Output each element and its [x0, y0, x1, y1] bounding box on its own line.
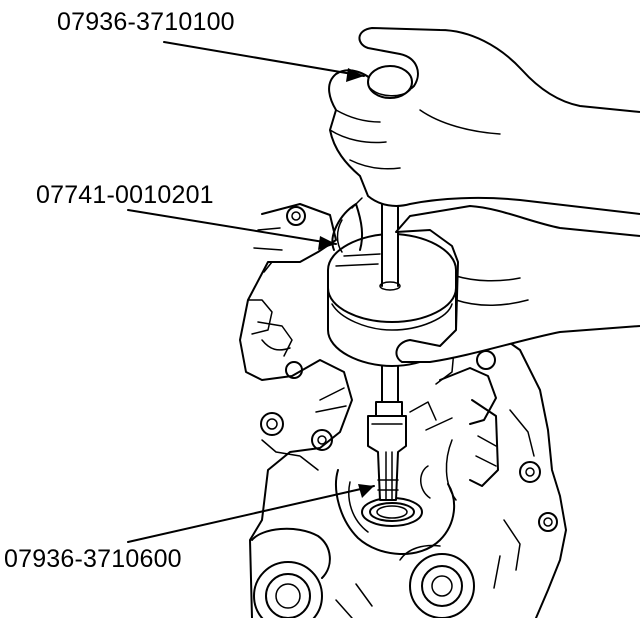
transmission-case — [239, 203, 567, 618]
callout-label-weight: 07741-0010201 — [36, 181, 214, 209]
arrowhead-weight — [318, 236, 336, 250]
upper-hand — [328, 27, 640, 215]
arrowhead-handle — [346, 68, 364, 82]
callout-label-handle: 07936-3710100 — [57, 8, 235, 36]
lower-hand — [331, 197, 640, 363]
leader-lines — [127, 41, 375, 543]
leader-line-puller — [127, 485, 375, 543]
remover-attachment — [367, 401, 407, 501]
leader-line-handle — [163, 41, 365, 77]
callout-label-puller: 07936-3710600 — [4, 545, 182, 573]
leader-line-weight — [127, 209, 337, 245]
arrowhead-puller — [358, 484, 374, 498]
